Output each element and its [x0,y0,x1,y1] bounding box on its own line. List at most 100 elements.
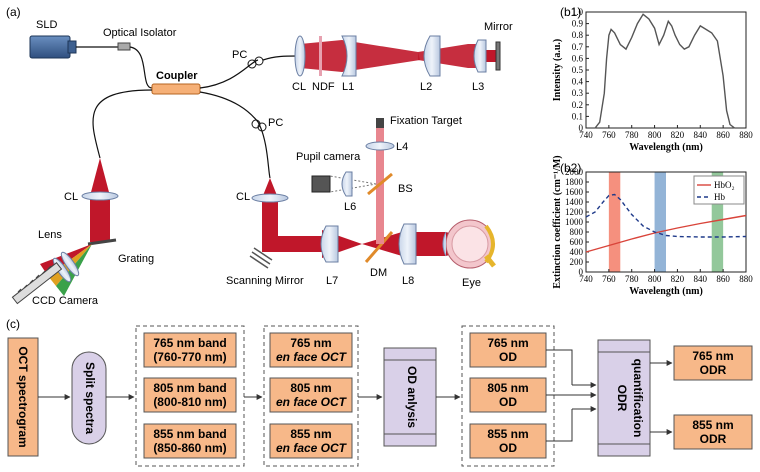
enface-765-line1: 765 nm [290,336,331,350]
band-765: 765 nm band (760-770 nm) [143,332,237,368]
ndf-label: NDF [312,81,335,93]
b2-ytick-label-8: 1600 [565,187,584,197]
l8-lens [398,223,417,265]
od-connectors [546,349,597,442]
band-855-line2: (850-860 nm) [153,441,226,455]
b2-band-0 [608,172,621,272]
b2-xtick-label-7: 880 [739,274,753,284]
ndf-filter [319,36,322,76]
fiber-sample [199,91,271,179]
b2-xtick-label-1: 760 [602,274,616,284]
spec-beam [90,196,110,242]
b2-series-1 [585,193,747,238]
b2-band-2 [711,172,724,272]
b1-ytick-label-6: 0.6 [572,53,584,63]
enface-855-line2: en face OCT [276,441,348,455]
panel-label-c: (c) [6,317,20,331]
b2-ytick-label-10: 2000 [565,167,584,177]
l8-label: L8 [402,275,414,287]
split-spectra-box [71,351,107,445]
eye-model [442,219,496,269]
sld-label: SLD [36,19,57,31]
enface-805-line2: en face OCT [276,395,348,409]
enface-765-line2: en face OCT [276,350,348,364]
cl-spec-lens [81,191,119,201]
fiber-isolator [129,46,153,89]
enface-855: 855 nm en face OCT [269,423,353,459]
l7-lens [320,225,339,263]
fixation-target [376,118,384,128]
b2-legend [693,175,745,205]
reference-beam [298,40,420,72]
b1-xtick-label-3: 800 [648,130,662,140]
dichroic-mirror [364,231,394,263]
b1-xtick-label-4: 820 [671,130,685,140]
odr-855: 855 nm ODR [673,414,753,450]
enface-group [263,325,359,467]
band-855-line1: 855 nm band [153,427,226,441]
eye-label: Eye [462,277,481,289]
b1-ytick-label-3: 0.3 [572,88,584,98]
b2-ylabel: Extinction coefficient (cm⁻¹/M) [552,155,563,288]
pc-top-label: PC [232,49,247,61]
cl-spec-label: CL [64,191,78,203]
b1-ytick-label-2: 0.2 [572,100,583,110]
enface-805-line1: 805 nm [290,381,331,395]
b1-ytick-label-9: 0.9 [572,19,584,29]
panel-a: (a) SLD Optical Isolator Coupler PC PC [6,5,513,307]
b2-ytick-label-6: 1200 [565,207,584,217]
b1-xlabel: Wavelength (nm) [629,142,703,153]
odr-quant-line2: quantification [631,359,645,438]
b2-xtick-label-6: 860 [716,274,730,284]
b1-xtick-label-1: 760 [602,130,616,140]
od-analysis-box [383,347,437,447]
b1-xtick-label-2: 780 [625,130,639,140]
b1-ytick-label-0: 0 [579,123,584,133]
oct-spectrogram-label: OCT spectrogram [16,346,30,447]
od-analysis-label: OD anlysis [405,366,419,428]
fixation-beam [376,128,384,244]
b2-ytick-label-5: 1000 [565,217,584,227]
optical-isolator-label: Optical Isolator [103,27,177,39]
cl-reference-lens [294,35,306,77]
l3-label: L3 [472,81,484,93]
split-spectra-label: Split spectra [83,362,97,434]
b1-ytick-label-1: 0.1 [572,111,583,121]
ccd-camera-label: CCD Camera [32,295,99,307]
b2-legend-label-0: HbO₂ [714,180,735,190]
b2-xtick-label-2: 780 [625,274,639,284]
dm-label: DM [370,267,387,279]
fixation-target-label: Fixation Target [390,115,462,127]
b1-ytick-label-8: 0.8 [572,30,584,40]
b2-xtick-label-3: 800 [648,274,662,284]
odr-765-line2: ODR [700,363,727,377]
fiber-spectrometer [92,89,153,159]
b1-xtick-label-5: 840 [694,130,708,140]
spec-beam-cone [90,158,110,196]
od-805-line2: OD [499,395,517,409]
odr-855-line2: ODR [700,432,727,446]
cl-reference-label: CL [292,81,306,93]
b1-ytick-label-4: 0.4 [572,77,584,87]
b2-ytick-label-2: 400 [570,247,584,257]
l1-lens [341,35,357,77]
coupler [151,83,201,95]
odr-765-line1: 765 nm [692,349,733,363]
band-765-line1: 765 nm band [153,336,226,350]
sample-beam-horizontal [262,236,322,252]
od-805-line1: 805 nm [487,381,528,395]
l3-lens [473,39,487,73]
scanning-mirror-label: Scanning Mirror [226,275,304,287]
l4-lens [365,141,395,151]
odr-765: 765 nm ODR [673,345,753,381]
odr-quant-line1: ODR [615,385,629,412]
panel-label-b1: (b1) [560,5,581,19]
b1-series-0 [594,13,736,129]
fiber-reference [199,59,259,89]
b2-ytick-label-7: 1400 [565,197,584,207]
l2-label: L2 [420,81,432,93]
l7-label: L7 [326,275,338,287]
b2-xtick-label-0: 740 [579,274,593,284]
l6-label: L6 [344,201,356,213]
